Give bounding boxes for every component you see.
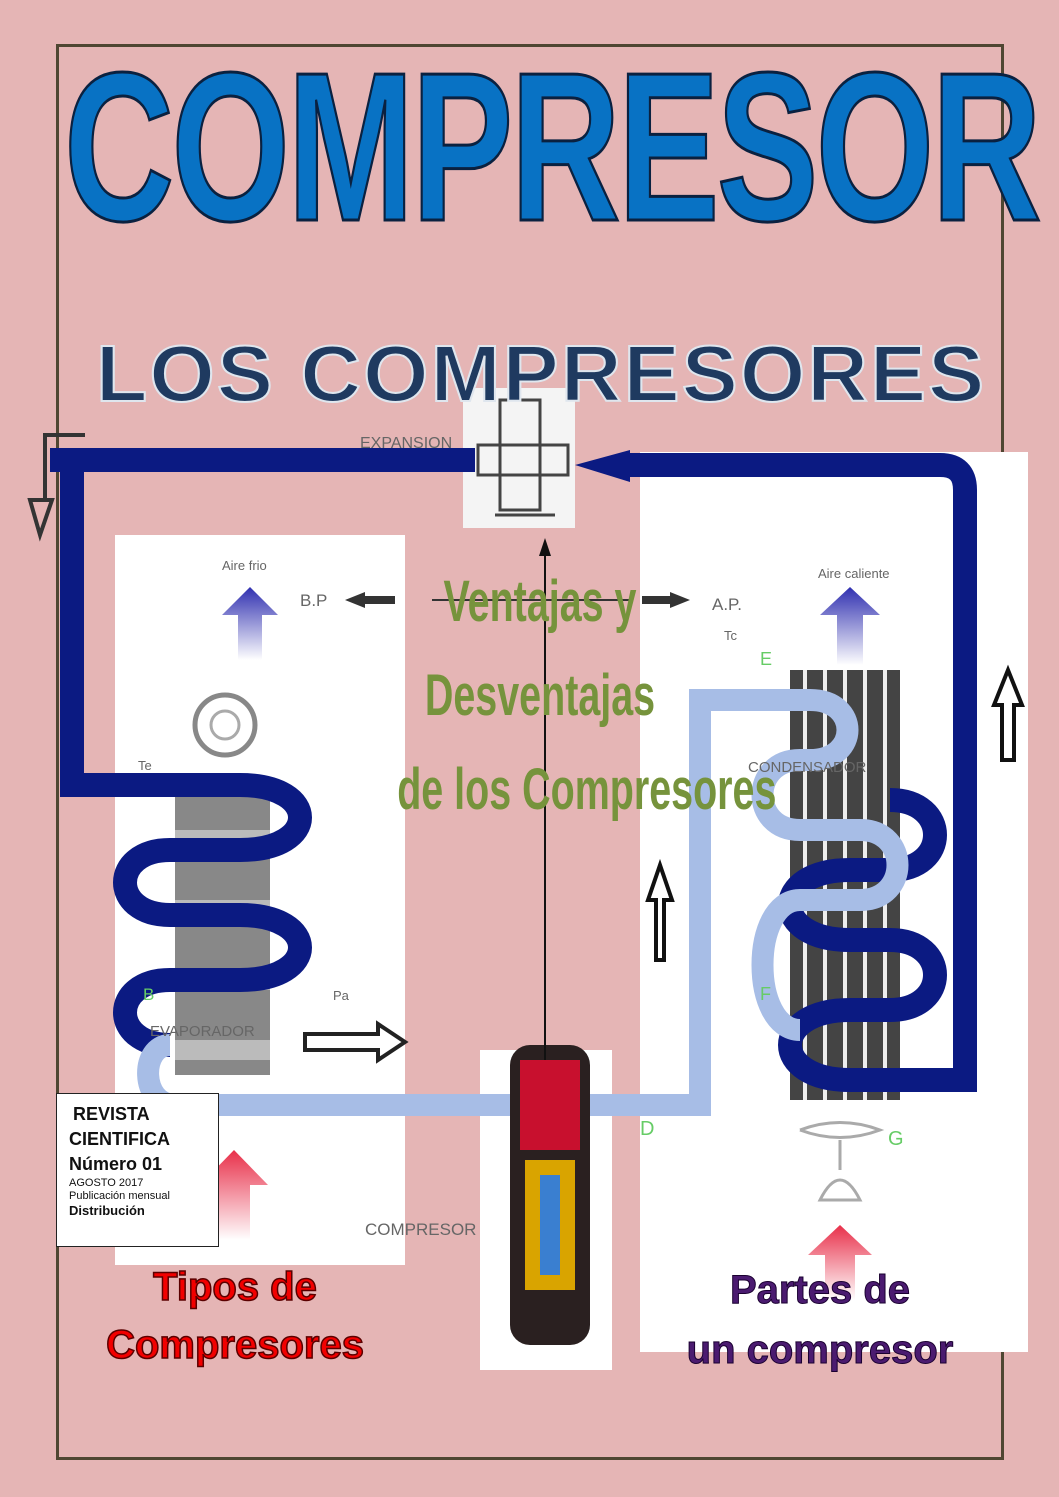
cover-headline: LOS COMPRESORES	[95, 329, 987, 418]
pipe-low-pressure	[137, 689, 909, 1116]
feature-line: Tipos de	[152, 1264, 317, 1310]
feature-parts: Partes de un compresor	[640, 1260, 1000, 1380]
point-d-label: D	[640, 1118, 654, 1140]
arrow-right-icon	[642, 592, 690, 608]
arrow-left-icon	[345, 592, 395, 608]
hot-air-arrow-icon	[820, 587, 880, 665]
evaporator-label: EVAPORADOR	[150, 1023, 255, 1040]
te-label: Te	[138, 758, 152, 773]
fan-hub-icon	[209, 709, 241, 741]
hot-air-label: Aire caliente	[818, 566, 890, 581]
point-b-label: B	[143, 985, 154, 1004]
distribution: Distribución	[69, 1203, 145, 1218]
feature-line: de los Compresores	[397, 757, 777, 822]
feature-line: Ventajas y	[443, 569, 637, 634]
axis-arrowhead-icon	[539, 538, 551, 556]
tc-label: Tc	[724, 628, 738, 643]
feature-line: Desventajas	[424, 663, 656, 728]
expansion-valve-drawing	[476, 398, 570, 517]
expansion-label: EXPANSION	[360, 435, 452, 452]
magazine-type: REVISTA	[73, 1104, 150, 1124]
high-pressure-label: A.P.	[712, 595, 742, 614]
feature-line: Partes de	[729, 1268, 911, 1313]
point-g-label: G	[888, 1128, 904, 1150]
point-e-label: E	[760, 649, 772, 669]
flow-arrow-up-icon-right	[991, 664, 1025, 762]
cold-air-label: Aire frio	[222, 558, 267, 573]
flow-arrow-down-icon	[27, 433, 85, 542]
low-pressure-label: B.P	[300, 591, 327, 610]
condenser-fan-icon	[799, 1121, 885, 1202]
cold-air-arrow-icon	[222, 587, 278, 660]
issue-info-box: REVISTA CIENTIFICA Número 01 AGOSTO 2017…	[56, 1093, 219, 1247]
fan-icon	[192, 692, 258, 758]
flow-arrow-right-icon	[303, 1020, 409, 1064]
compressor-image	[510, 1045, 590, 1345]
condenser-label: CONDENSADOR	[748, 759, 867, 776]
feature-line: un compresor	[686, 1328, 954, 1373]
point-f-label: F	[760, 984, 771, 1004]
magazine-title: COMPRESOR	[63, 28, 1043, 265]
publication-frequency: Publicación mensual	[69, 1190, 170, 1202]
issue-date: AGOSTO 2017	[69, 1177, 144, 1189]
issue-number: Número 01	[69, 1154, 163, 1174]
feature-types: Tipos de Compresores	[60, 1258, 410, 1374]
expansion-valve	[463, 388, 575, 528]
feature-line: Compresores	[105, 1322, 364, 1368]
pipe-high-pressure-left	[50, 448, 475, 1057]
magazine-type-2: CIENTIFICA	[69, 1129, 170, 1149]
heat-input-arrow-icon-right	[808, 1225, 872, 1300]
pa-label: Pa	[333, 988, 350, 1003]
flow-arrow-up-icon	[645, 858, 675, 962]
compressor-label: COMPRESOR	[365, 1220, 476, 1239]
pipe-taper	[575, 450, 630, 482]
feature-advantages: Ventajas y Desventajas de los Compresore…	[397, 555, 777, 837]
